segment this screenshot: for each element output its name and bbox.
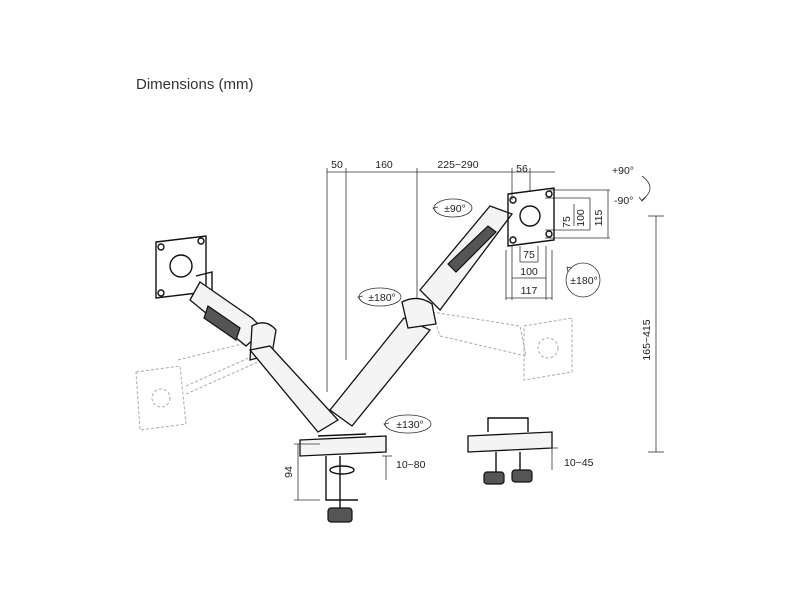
right-vesa-plate bbox=[507, 187, 555, 247]
dim-115-vertical: 115 bbox=[593, 209, 605, 226]
rotation-130-icon bbox=[383, 414, 432, 434]
dim-56: 56 bbox=[516, 163, 528, 175]
dim-100-horizontal: 100 bbox=[520, 266, 538, 278]
dim-grommet-range: 10~45 bbox=[564, 457, 594, 469]
dim-100-vertical: 100 bbox=[575, 209, 587, 227]
tilt-arrow-icon bbox=[638, 175, 651, 202]
ghost-right-monitor bbox=[431, 311, 573, 381]
grommet-mount bbox=[467, 417, 553, 485]
rotation-90-label: ±90° bbox=[444, 203, 466, 215]
rotation-180-left-label: ±180° bbox=[368, 292, 395, 304]
rotation-180-left-icon bbox=[357, 287, 402, 307]
dim-225-290: 225~290 bbox=[437, 159, 478, 171]
clamp-dimension-lines bbox=[294, 443, 392, 501]
rotation-180-right-icon bbox=[565, 262, 601, 298]
height-dimension-line bbox=[648, 215, 664, 453]
right-arm bbox=[329, 205, 514, 427]
dim-117-horizontal: 117 bbox=[521, 285, 538, 297]
rotation-130-label: ±130° bbox=[396, 419, 423, 431]
dim-clamp-height: 94 bbox=[283, 466, 295, 478]
rotation-90-icon bbox=[432, 198, 473, 218]
desk-clamp bbox=[299, 433, 387, 523]
dim-75-horizontal: 75 bbox=[523, 249, 535, 261]
dim-75-vertical: 75 bbox=[561, 216, 573, 228]
left-arm bbox=[189, 281, 340, 433]
tilt-down-label: -90° bbox=[614, 195, 633, 207]
grommet-dimension-lines bbox=[548, 447, 558, 470]
ghost-left-monitor bbox=[135, 341, 263, 431]
dim-160: 160 bbox=[375, 159, 393, 171]
vesa-dimension-lines bbox=[505, 189, 610, 300]
tilt-up-label: +90° bbox=[612, 165, 634, 177]
dim-height: 165~415 bbox=[641, 319, 653, 360]
diagram-title: Dimensions (mm) bbox=[136, 76, 254, 93]
dim-clamp-range: 10~80 bbox=[396, 459, 426, 471]
top-dimension-lines bbox=[326, 168, 555, 392]
rotation-180-right-label: ±180° bbox=[570, 275, 597, 287]
dim-50: 50 bbox=[331, 159, 343, 171]
